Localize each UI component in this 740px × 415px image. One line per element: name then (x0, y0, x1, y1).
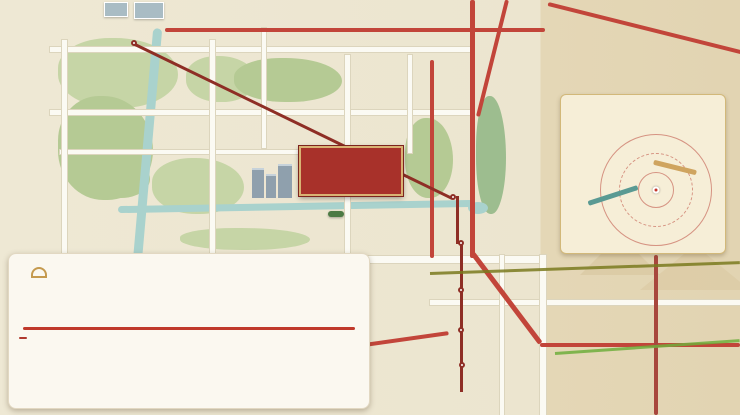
expressway-huxiang (165, 28, 545, 32)
road (540, 255, 546, 415)
road (62, 40, 67, 260)
road (408, 55, 412, 153)
metro-station-dot (131, 40, 137, 46)
road (50, 110, 470, 115)
park-area (180, 228, 310, 250)
elevated-jiamin (430, 60, 434, 258)
metro-station-dot (458, 240, 464, 246)
metro-station-dot (459, 362, 465, 368)
area-badge-nanxiang (328, 211, 344, 217)
line11-track (23, 327, 355, 330)
road (500, 255, 504, 415)
park-area (476, 96, 506, 214)
arch-emblem-icon (31, 267, 47, 278)
metro-line2 (554, 339, 740, 355)
road (60, 150, 310, 154)
road (262, 28, 266, 148)
metro-station-dot (458, 327, 464, 333)
metro-station-dot (458, 287, 464, 293)
minimap-center-pin (652, 186, 660, 194)
road (50, 47, 470, 52)
region-panel-title (561, 95, 725, 101)
transit-diagram (17, 287, 361, 403)
expressway-link (470, 251, 543, 345)
road (430, 300, 740, 305)
region-panel (560, 94, 726, 254)
inset-logo (17, 267, 61, 279)
road (210, 40, 215, 258)
photo-thumbnail (104, 2, 128, 17)
building-render (266, 174, 276, 198)
ring-outer (600, 134, 712, 246)
park-area (234, 58, 342, 102)
project-block (299, 146, 403, 196)
metro-station-dot (450, 194, 456, 200)
building-render (278, 164, 292, 198)
elevated-nanbei (654, 255, 658, 415)
expressway-main (470, 0, 475, 258)
inset-header (17, 259, 361, 287)
expressway-waihuan (547, 2, 740, 55)
building-render (252, 168, 264, 198)
photo-thumbnail (134, 2, 164, 19)
line11-chip (19, 337, 27, 339)
transit-inset-panel (8, 253, 370, 409)
metro-line11 (460, 242, 463, 392)
metro-line11 (456, 196, 459, 244)
